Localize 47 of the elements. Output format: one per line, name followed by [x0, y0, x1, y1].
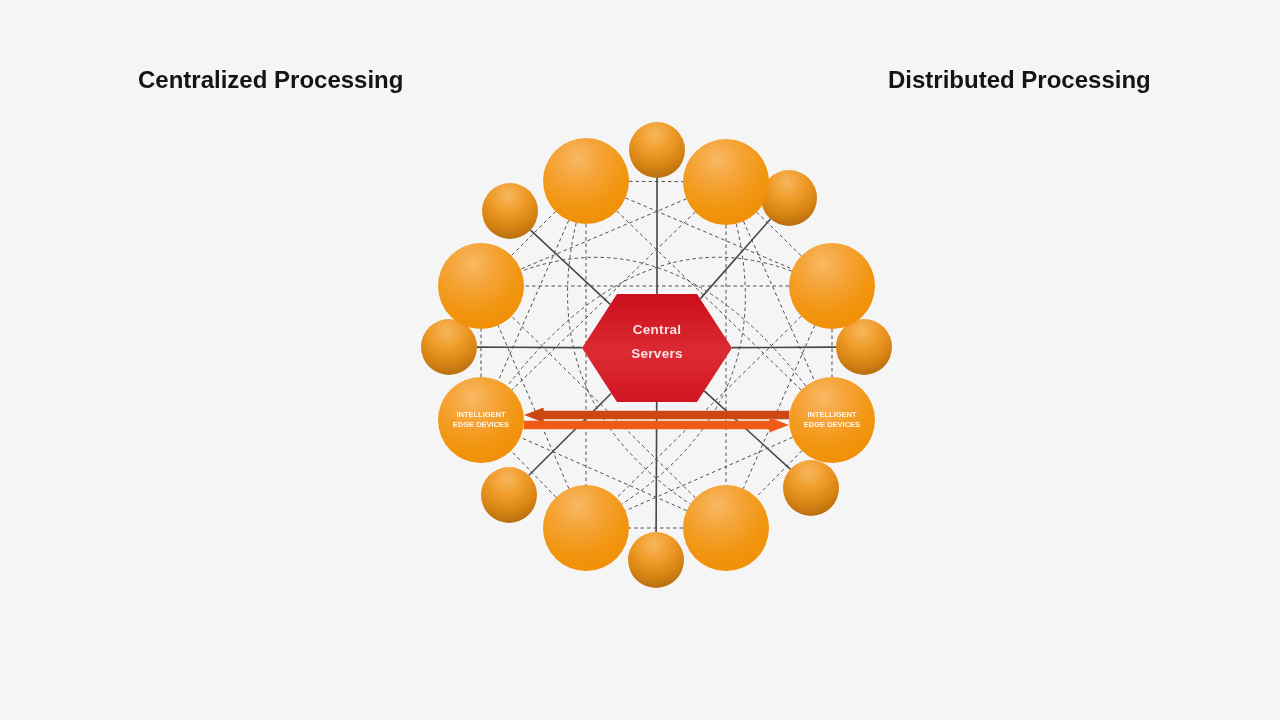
dashed-line [511, 315, 696, 499]
connector-line [703, 390, 792, 470]
dashed-line [743, 220, 815, 382]
sphere [628, 532, 684, 588]
arrow [523, 417, 786, 433]
dashed-line [497, 324, 570, 490]
sphere [683, 139, 769, 225]
dashed-line [616, 210, 802, 391]
dashed-line [511, 211, 696, 391]
sphere [783, 460, 839, 516]
node-label: Central Servers [630, 321, 684, 363]
dashed-line [523, 285, 790, 287]
dashed-line [616, 315, 802, 499]
dashed-line [510, 450, 557, 498]
dashed-line [621, 223, 746, 505]
sphere [629, 122, 685, 178]
dashed-line [510, 210, 557, 257]
connector-line [476, 346, 583, 349]
dashed-line [628, 180, 684, 183]
sphere [481, 467, 537, 523]
sphere [438, 243, 524, 329]
dashed-line [480, 328, 482, 378]
arrow [527, 407, 790, 423]
connector-line [655, 401, 658, 533]
dashed-line [742, 324, 816, 490]
dashed-line [831, 328, 833, 378]
sphere [789, 243, 875, 329]
connector-line [731, 346, 837, 349]
connector-line [656, 177, 658, 295]
sphere [482, 183, 538, 239]
dashed-line [628, 527, 684, 529]
dashed-line [625, 197, 793, 270]
dashed-line [585, 223, 587, 486]
section-heading: Centralized Processing [138, 66, 404, 94]
connector-line [529, 229, 612, 306]
dashed-line [520, 198, 687, 270]
connector-line [528, 392, 613, 477]
dashed-line [755, 450, 803, 498]
section-heading: Distributed Processing [888, 66, 1151, 94]
server-hexagon [582, 294, 732, 402]
sphere [421, 319, 477, 375]
sphere [836, 319, 892, 375]
connector-line [699, 218, 772, 300]
sphere [761, 170, 817, 226]
dashed-line [756, 211, 802, 257]
dashed-line [567, 222, 691, 505]
device-sphere [789, 377, 875, 463]
